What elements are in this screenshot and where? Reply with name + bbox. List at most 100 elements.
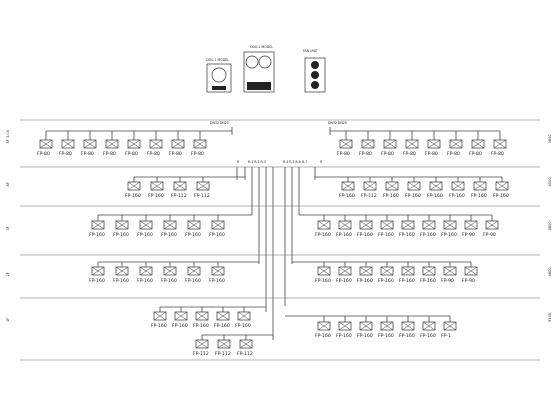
fan-coil-label: FP-160 <box>378 278 394 284</box>
fan-coil-cross-icon <box>338 220 352 230</box>
fan-coil-label: FP-160 <box>137 278 153 284</box>
fan-coil-label: FP-160 <box>399 333 415 339</box>
fan-coil-label: FP-160 <box>89 278 105 284</box>
fan-coil-label: FP-80 <box>469 151 482 157</box>
fan-coil-label: FP-160 <box>185 232 201 238</box>
fan-coil-cross-icon <box>359 321 373 331</box>
risers <box>231 127 331 340</box>
fan-coil-label: FP-80 <box>59 151 72 157</box>
fan-coil-label: FP-160 <box>405 193 421 199</box>
fan-coil-cross-icon <box>217 339 231 349</box>
fan-icon <box>258 55 272 69</box>
riser-tag-1: R-1 R-2 R-3 <box>248 160 266 164</box>
fan-coil-label: FP-160 <box>420 333 436 339</box>
riser-tag-2: R-4 R-5 R-6 R-7 <box>283 160 307 164</box>
fan-coil-cross-icon <box>317 321 331 331</box>
fan-coil-label: FP-160 <box>125 193 141 199</box>
outdoor-unit-mid-label: ODU-2 MODEL <box>250 45 273 49</box>
fan-coil-cross-icon <box>443 220 457 230</box>
fan-coil-label: FP-112 <box>193 351 209 357</box>
fan-coil-cross-icon <box>115 266 129 276</box>
fan-coil-label: FP-80 <box>169 151 182 157</box>
fan-coil-label: FP-90 <box>441 278 454 284</box>
fan-coil-cross-icon <box>401 220 415 230</box>
fan-coil-cross-icon <box>341 181 355 191</box>
fan-coil-label: FP-160 <box>383 193 399 199</box>
fan-coil-label: FP-160 <box>378 232 394 238</box>
fan-coil-label: FP-160 <box>161 278 177 284</box>
fan-coil-label: FP-112 <box>215 351 231 357</box>
fan-coil-cross-icon <box>211 266 225 276</box>
fan-coil-cross-icon <box>317 266 331 276</box>
fan-coil-cross-icon <box>149 139 163 149</box>
outdoor-unit-mid: ODU-2 MODEL <box>243 45 275 93</box>
floor-label-right: 4800 <box>548 267 552 277</box>
fan-coil-label: FP-160 <box>357 278 373 284</box>
fan-coil-label: FP-112 <box>237 351 253 357</box>
fan-coil-label: FP-160 <box>193 323 209 329</box>
fan-coil-label: FP-160 <box>399 232 415 238</box>
fan-coil-label: FP-160 <box>493 193 509 199</box>
fan-coil-cross-icon <box>195 339 209 349</box>
fan-coil-label: FP-160 <box>214 323 230 329</box>
fan-coil-cross-icon <box>427 139 441 149</box>
fan-coil-cross-icon <box>383 139 397 149</box>
fan-coil-cross-icon <box>338 266 352 276</box>
fan-coil-label: FP-160 <box>315 278 331 284</box>
fan-coil-row-r1l2: FP-112 FP-112 FP-112 <box>193 334 273 357</box>
fan-coil-label: FP-160 <box>172 323 188 329</box>
fan-coil-label: FP-160 <box>137 232 153 238</box>
fan-coil-label: FP-80 <box>447 151 460 157</box>
outdoor-unit-left: ODU-1 MODEL <box>206 58 232 93</box>
fan-coil-label: FP-1 <box>441 333 451 339</box>
floor-label-left: 5F 3.00 <box>6 129 10 143</box>
fan-coil-label: FP-160 <box>315 232 331 238</box>
fan-coil-cross-icon <box>363 181 377 191</box>
fan-coil-label: FP-160 <box>336 232 352 238</box>
fan-coil-label: FP-160 <box>399 278 415 284</box>
fan-coil-cross-icon <box>380 266 394 276</box>
fan-coil-label: FP-160 <box>161 232 177 238</box>
fan-coil-label: FP-160 <box>113 278 129 284</box>
fan-coil-cross-icon <box>422 220 436 230</box>
fan-coil-cross-icon <box>405 139 419 149</box>
fan-coil-label: FP-80 <box>147 151 160 157</box>
floor-label-left: 3F <box>6 226 10 230</box>
fan-coil-cross-icon <box>195 311 209 321</box>
floor-label-right: 4000 <box>548 177 552 187</box>
fan-coil-label: FP-112 <box>171 193 187 199</box>
fan-coil-cross-icon <box>187 220 201 230</box>
fan-coil-label: FP-160 <box>339 193 355 199</box>
header-tag-left: DN32 DN25 <box>210 121 229 125</box>
fan-coil-cross-icon <box>91 266 105 276</box>
fan-coil-label: FP-80 <box>491 151 504 157</box>
fan-coil-label: FP-160 <box>151 323 167 329</box>
fan-coil-cross-icon <box>317 220 331 230</box>
outdoor-unit-right: FAN UNIT <box>303 49 326 93</box>
fan-coil-label: FP-160 <box>113 232 129 238</box>
fan-coil-cross-icon <box>449 139 463 149</box>
fan-icon <box>311 61 319 69</box>
fan-coil-cross-icon <box>91 220 105 230</box>
fan-icon <box>245 55 259 69</box>
fan-coil-label: FP-160 <box>378 333 394 339</box>
fan-coil-label: FP-160 <box>209 278 225 284</box>
fan-coil-cross-icon <box>380 321 394 331</box>
fan-coil-label: FP-90 <box>483 232 496 238</box>
fan-coil-label: FP-80 <box>337 151 350 157</box>
fan-coil-cross-icon <box>385 181 399 191</box>
floor-label-left: 2F <box>6 272 10 276</box>
fan-coil-cross-icon <box>239 339 253 349</box>
fan-coil-cross-icon <box>380 220 394 230</box>
fan-coil-cross-icon <box>139 220 153 230</box>
riser-tag-3: R <box>320 160 323 164</box>
floor-label-right: 4800 <box>548 221 552 231</box>
fan-coil-label: FP-160 <box>89 232 105 238</box>
